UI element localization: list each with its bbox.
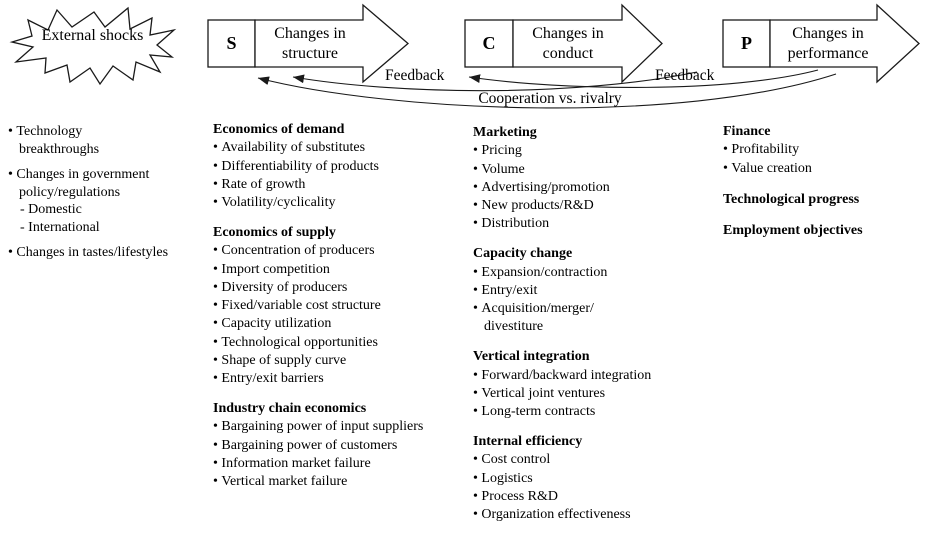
cooperation-arrow-performance-to-structure xyxy=(257,73,837,109)
list-item: Bargaining power of customers xyxy=(213,437,469,455)
list-item: Advertising/promotion xyxy=(473,179,701,197)
list-item: Rate of growth xyxy=(213,176,469,194)
p-box xyxy=(722,19,771,68)
external-shocks-label: External shocks xyxy=(41,27,144,44)
list-item: Shape of supply curve xyxy=(213,352,469,370)
list-item: Changes in government xyxy=(8,166,208,184)
column-performance-factors: FinanceProfitabilityValue creationTechno… xyxy=(723,123,928,240)
list-item: Changes in tastes/lifestyles xyxy=(8,244,208,262)
list-section: Economics of demandAvailability of subst… xyxy=(213,121,469,212)
list-item: Import competition xyxy=(213,261,469,279)
list-item: Organization effectiveness xyxy=(473,506,701,524)
section-title: Industry chain economics xyxy=(213,401,367,417)
section-title: Internal efficiency xyxy=(473,433,583,449)
feedback-label-right: Feedback xyxy=(655,67,715,84)
list-item: Distribution xyxy=(473,215,701,233)
list-item: Technological opportunities xyxy=(213,334,469,352)
list-item: Vertical joint ventures xyxy=(473,385,701,403)
list-section: Internal efficiencyCost controlLogistics… xyxy=(473,433,701,524)
list-item: Expansion/contraction xyxy=(473,264,701,282)
list-item: Fixed/variable cost structure xyxy=(213,297,469,315)
list-section: Technological progress xyxy=(723,191,928,209)
list-item: Cost control xyxy=(473,451,701,469)
sub-item: International xyxy=(8,219,208,237)
list-section: FinanceProfitabilityValue creation xyxy=(723,123,928,178)
performance-arrow-label: Changes in performance xyxy=(787,25,869,62)
section-title: Vertical integration xyxy=(473,349,590,365)
item-continuation: divestiture xyxy=(484,319,544,335)
list-item: Diversity of producers xyxy=(213,279,469,297)
section-title: Technological progress xyxy=(723,191,860,207)
list-item: Entry/exit barriers xyxy=(213,370,469,388)
s-letter: S xyxy=(226,33,237,53)
feedback-label-left: Feedback xyxy=(385,67,445,84)
list-item: Concentration of producers xyxy=(213,242,469,260)
section-title: Employment objectives xyxy=(723,223,863,239)
list-item: Vertical market failure xyxy=(213,473,469,491)
sub-item: Domestic xyxy=(8,201,208,219)
list-item: Volume xyxy=(473,161,701,179)
list-item: Capacity utilization xyxy=(213,315,469,333)
c-letter: C xyxy=(482,33,496,53)
list-item: Forward/backward integration xyxy=(473,367,701,385)
list-item: Bargaining power of input suppliers xyxy=(213,418,469,436)
external-shocks-burst xyxy=(9,6,177,86)
conduct-arrow-label: Changes in conduct xyxy=(532,25,604,62)
section-title: Marketing xyxy=(473,125,537,140)
cooperation-vs-rivalry-label: Cooperation vs. rivalry xyxy=(478,90,622,107)
list-section: Changes in tastes/lifestyles xyxy=(8,244,208,262)
section-title: Finance xyxy=(723,124,771,139)
diagram-shapes xyxy=(9,3,920,109)
section-title: Economics of supply xyxy=(213,224,336,240)
structure-arrow xyxy=(254,3,409,84)
section-title: Capacity change xyxy=(473,246,573,262)
feedback-arrow-conduct-to-structure xyxy=(292,71,698,92)
list-item: Differentiability of products xyxy=(213,158,469,176)
list-section: Economics of supplyConcentration of prod… xyxy=(213,224,469,389)
list-section: Industry chain economicsBargaining power… xyxy=(213,400,469,491)
feedback-arrow-performance-to-conduct xyxy=(468,69,819,88)
performance-arrow xyxy=(769,3,920,84)
list-section: MarketingPricingVolumeAdvertising/promot… xyxy=(473,124,701,234)
list-item: Volatility/cyclicality xyxy=(213,194,469,212)
list-item: Logistics xyxy=(473,470,701,488)
list-item: Process R&D xyxy=(473,488,701,506)
item-continuation: policy/regulations xyxy=(19,184,121,200)
column-conduct-factors: MarketingPricingVolumeAdvertising/promot… xyxy=(473,124,701,524)
list-item: Acquisition/merger/ xyxy=(473,300,701,318)
list-section: Employment objectives xyxy=(723,222,928,240)
list-section: Capacity changeExpansion/contractionEntr… xyxy=(473,245,701,336)
s-box xyxy=(207,19,256,68)
column-structure-factors: Economics of demandAvailability of subst… xyxy=(213,121,469,492)
p-letter: P xyxy=(741,33,752,53)
structure-arrow-label: Changes in structure xyxy=(274,25,346,62)
list-item: Long-term contracts xyxy=(473,403,701,421)
list-item: Information market failure xyxy=(213,455,469,473)
list-item: Pricing xyxy=(473,142,701,160)
list-item: Value creation xyxy=(723,160,928,178)
list-section: Vertical integrationForward/backward int… xyxy=(473,348,701,421)
list-item: Profitability xyxy=(723,141,928,159)
list-item: Entry/exit xyxy=(473,282,701,300)
list-section: Changes in governmentpolicy/regulationsD… xyxy=(8,166,208,236)
section-title: Economics of demand xyxy=(213,122,345,137)
list-item: New products/R&D xyxy=(473,197,701,215)
item-continuation: breakthroughs xyxy=(19,141,100,157)
list-item: Technology xyxy=(8,123,208,141)
conduct-arrow xyxy=(512,3,663,84)
column-external-factors: TechnologybreakthroughsChanges in govern… xyxy=(8,123,208,262)
list-item: Availability of substitutes xyxy=(213,139,469,157)
